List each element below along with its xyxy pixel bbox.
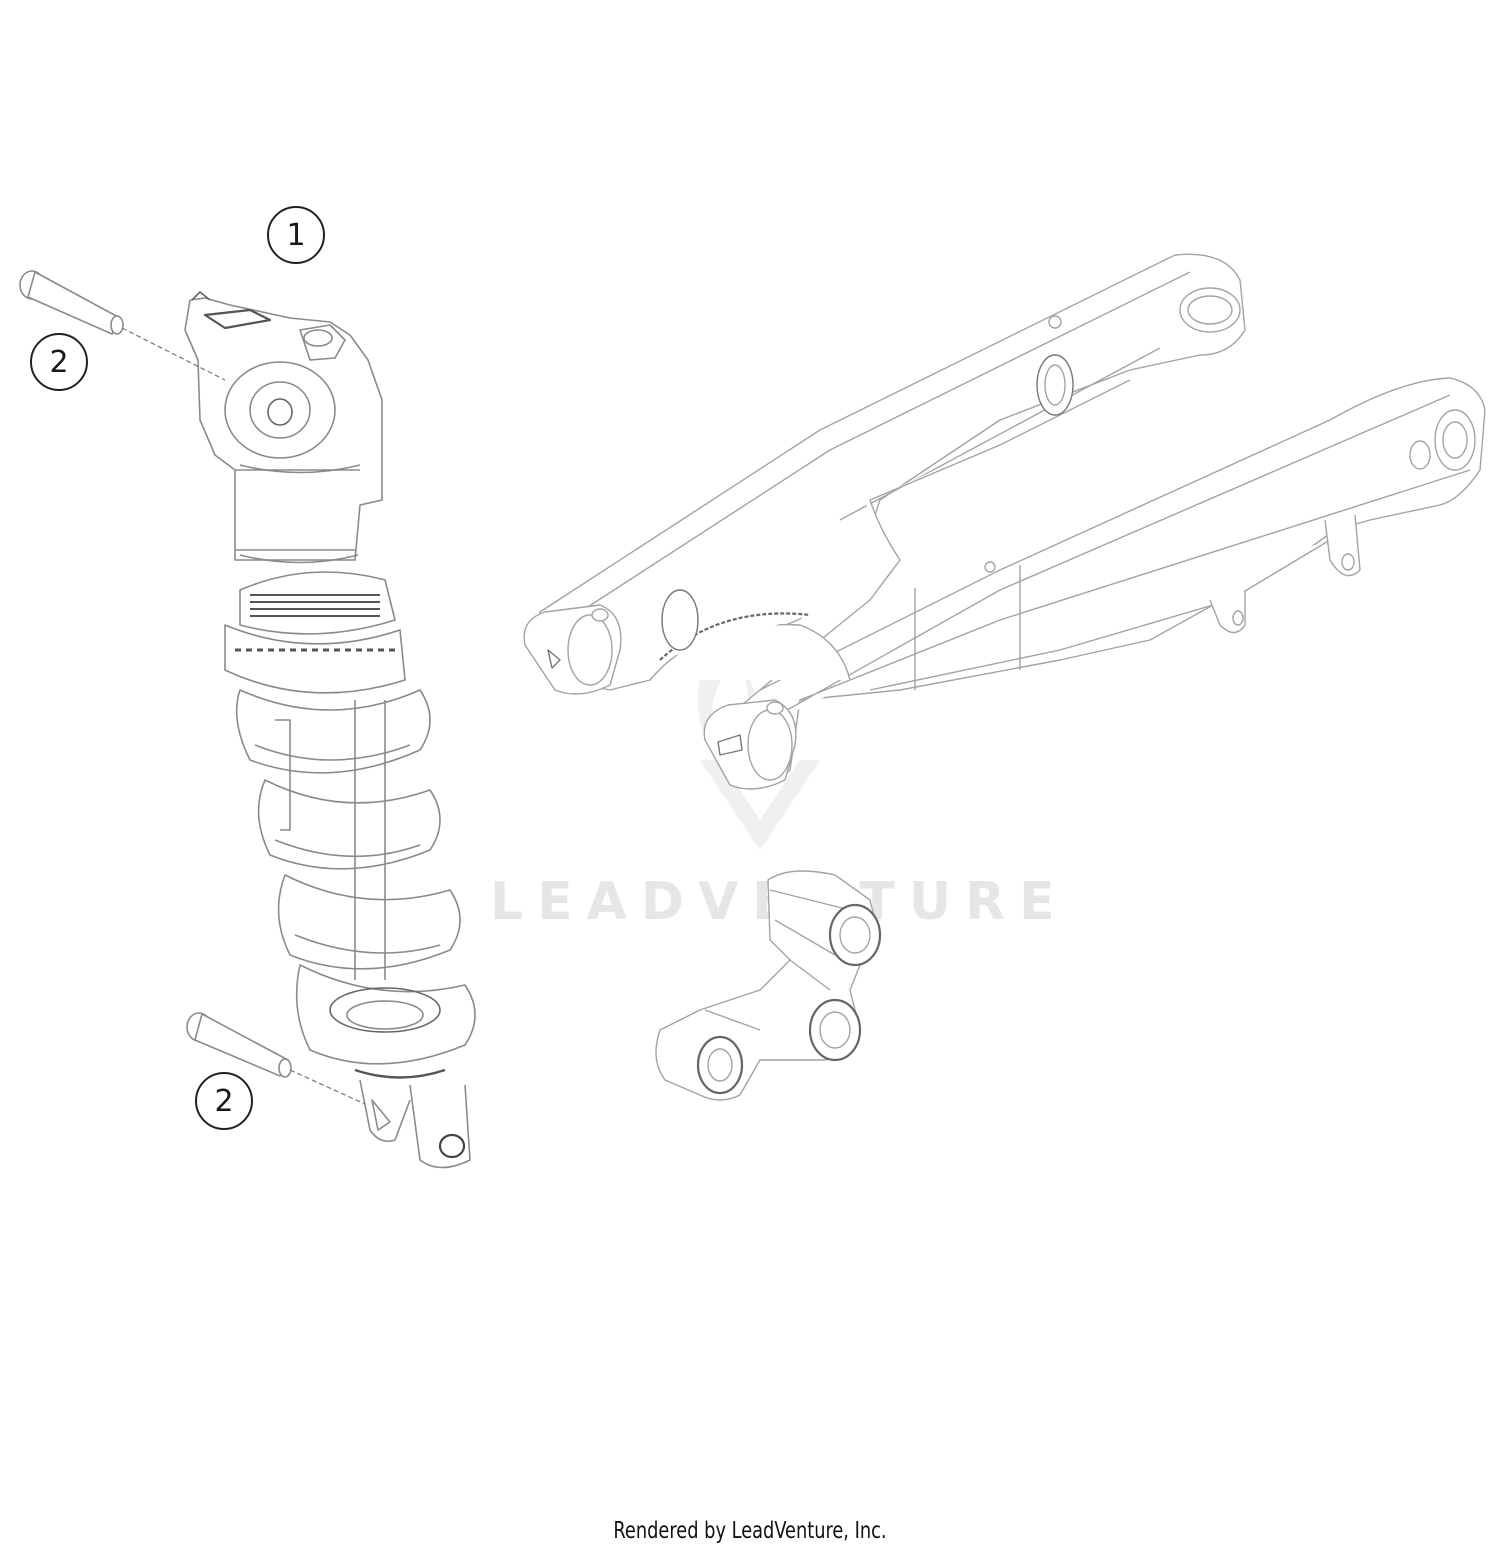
callout-2-bottom-label: 2 bbox=[214, 1083, 234, 1119]
render-credit: Rendered by LeadVenture, Inc. bbox=[613, 1518, 887, 1544]
callout-2-bottom[interactable]: 2 bbox=[195, 1072, 253, 1130]
callout-2-top[interactable]: 2 bbox=[30, 333, 88, 391]
callout-2-top-label: 2 bbox=[49, 344, 69, 380]
callout-1[interactable]: 1 bbox=[267, 206, 325, 264]
callout-1-label: 1 bbox=[286, 217, 306, 253]
